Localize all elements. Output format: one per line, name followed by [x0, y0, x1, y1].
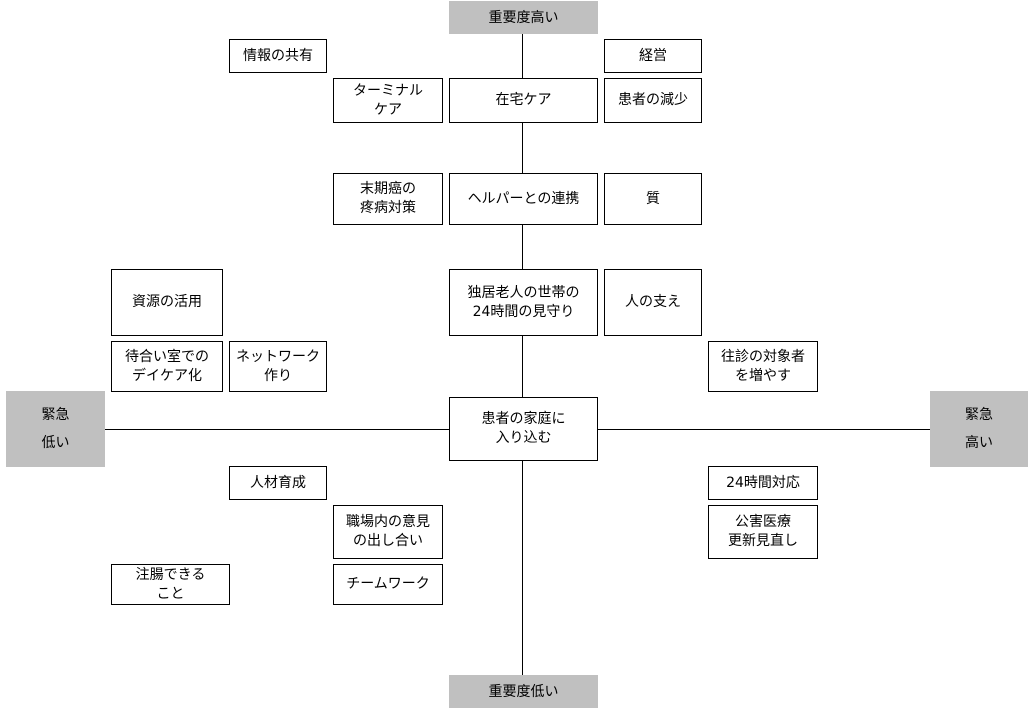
item-increase-home-visits: 往診の対象者 を増やす [708, 341, 818, 392]
item-resource-use: 資源の活用 [111, 269, 223, 336]
item-terminal-care: ターミナル ケア [333, 78, 443, 123]
axis-label-urgency-high: 緊急 高い [930, 391, 1028, 467]
item-enema: 注腸できる こと [111, 564, 230, 605]
item-waiting-room-daycare: 待合い室での デイケア化 [111, 341, 223, 392]
item-patient-decrease: 患者の減少 [604, 78, 702, 123]
axis-label-importance-low: 重要度低い [449, 675, 598, 708]
item-management: 経営 [604, 39, 702, 73]
axis-label-urgency-low: 緊急 低い [6, 391, 105, 467]
item-workplace-opinions: 職場内の意見 の出し合い [333, 505, 443, 559]
item-24h-support: 24時間対応 [708, 466, 818, 500]
center-node-helper-collaboration: ヘルパーとの連携 [449, 173, 598, 225]
item-quality: 質 [604, 173, 702, 225]
center-node-enter-patient-home: 患者の家庭に 入り込む [449, 397, 598, 461]
center-node-home-care: 在宅ケア [449, 78, 598, 123]
item-end-stage-cancer: 末期癌の 疼病対策 [333, 173, 443, 225]
item-hr-development: 人材育成 [229, 466, 327, 500]
axis-label-importance-high: 重要度高い [449, 1, 598, 34]
item-human-support: 人の支え [604, 269, 702, 336]
center-node-elderly-monitoring: 独居老人の世帯の 24時間の見守り [449, 269, 598, 336]
importance-axis [522, 33, 523, 676]
item-public-medical-review: 公害医療 更新見直し [708, 505, 818, 559]
item-info-sharing: 情報の共有 [229, 39, 327, 73]
item-networking: ネットワーク 作り [229, 341, 327, 392]
item-teamwork: チームワーク [333, 564, 443, 605]
